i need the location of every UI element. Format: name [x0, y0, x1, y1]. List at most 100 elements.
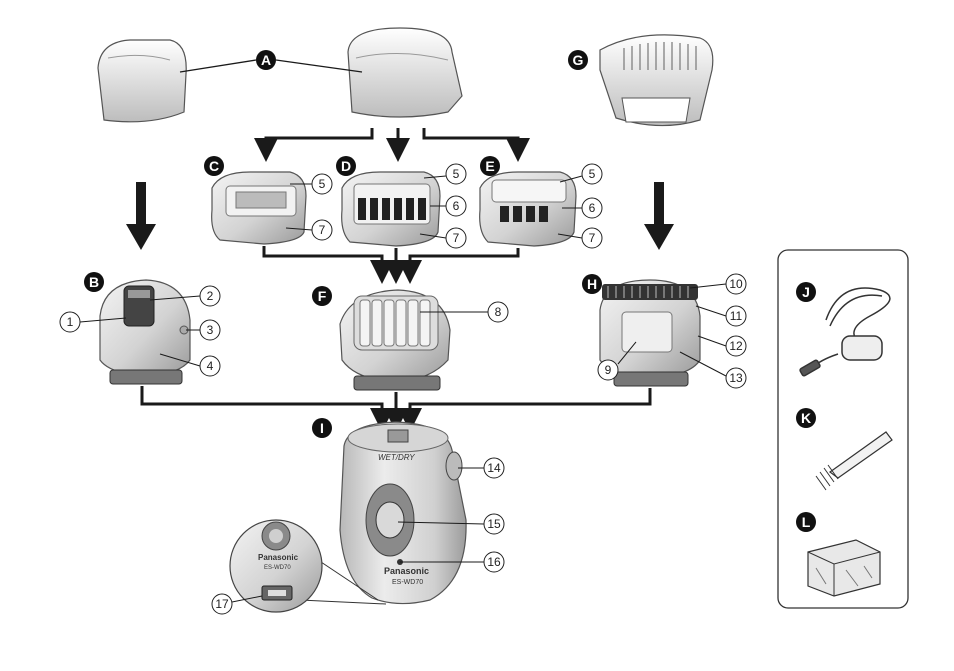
num-5-d: 5: [445, 163, 467, 185]
num-7-d: 7: [445, 227, 467, 249]
arrow-down-left: [126, 182, 156, 250]
arrows-to-i: [140, 386, 652, 432]
num-9: 9: [597, 359, 619, 381]
label-a-text: A: [261, 52, 271, 68]
label-d-text: D: [341, 158, 351, 174]
label-f-text: F: [318, 288, 327, 304]
num-8: 8: [487, 301, 509, 323]
num-7-d-text: 7: [453, 231, 460, 245]
num-5-c-text: 5: [319, 177, 326, 191]
label-a: A: [256, 50, 276, 70]
attachment-h: [599, 279, 701, 387]
label-l-text: L: [802, 514, 811, 530]
label-i-text: I: [320, 420, 324, 436]
num-5-c: 5: [311, 173, 333, 195]
label-e-text: E: [485, 158, 494, 174]
brand-text: Panasonic: [384, 566, 429, 576]
num-10-text: 10: [729, 277, 743, 291]
num-5-e: 5: [581, 163, 603, 185]
num-14: 14: [483, 457, 505, 479]
label-g: G: [568, 50, 588, 70]
num-11: 11: [725, 305, 747, 327]
num-10: 10: [725, 273, 747, 295]
num-7-c: 7: [311, 219, 333, 241]
magnified-base-inset: Panasonic ES-WD70: [229, 519, 387, 613]
wet-dry-text: WET/DRY: [378, 453, 415, 462]
attachment-f: [339, 289, 451, 391]
label-k: K: [796, 408, 816, 428]
leaders-h: [617, 283, 727, 377]
leaders-cde: [285, 175, 583, 239]
cleaning-brush-k: [815, 431, 893, 491]
label-h-text: H: [587, 276, 597, 292]
num-5-e-text: 5: [589, 167, 596, 181]
label-k-text: K: [801, 410, 811, 426]
num-4: 4: [199, 355, 221, 377]
num-5-d-text: 5: [453, 167, 460, 181]
cap-large-a: [347, 27, 463, 118]
label-l: L: [796, 512, 816, 532]
label-f: F: [312, 286, 332, 306]
num-11-text: 11: [730, 309, 743, 323]
num-17-text: 17: [215, 597, 229, 611]
cap-small-a: [97, 39, 187, 123]
label-i: I: [312, 418, 332, 438]
num-17: 17: [211, 593, 233, 615]
label-h: H: [582, 274, 602, 294]
leader-a-left: [179, 59, 257, 73]
num-7-e: 7: [581, 227, 603, 249]
num-6-d: 6: [445, 195, 467, 217]
label-c-text: C: [209, 158, 219, 174]
trimmer-comb-g: [599, 34, 714, 127]
num-3: 3: [199, 319, 221, 341]
num-12: 12: [725, 335, 747, 357]
num-16-text: 16: [487, 555, 501, 569]
head-e: [479, 171, 577, 247]
arrows-a-to-heads: [254, 128, 530, 162]
attachment-b: [99, 279, 191, 385]
label-c: C: [204, 156, 224, 176]
num-13-text: 13: [729, 371, 743, 385]
label-j: J: [796, 282, 816, 302]
num-9-text: 9: [605, 363, 612, 377]
num-4-text: 4: [207, 359, 214, 373]
label-e: E: [480, 156, 500, 176]
num-6-e: 6: [581, 197, 603, 219]
num-16: 16: [483, 551, 505, 573]
num-15: 15: [483, 513, 505, 535]
arrows-heads-to-f: [262, 246, 520, 284]
num-1-text: 1: [67, 315, 74, 329]
leader-a-right: [275, 59, 363, 73]
num-14-text: 14: [487, 461, 501, 475]
ac-adaptor-j: [799, 287, 891, 377]
num-2: 2: [199, 285, 221, 307]
pouch-l: [807, 539, 881, 597]
label-b: B: [84, 272, 104, 292]
num-15-text: 15: [487, 517, 501, 531]
leaders-b: [79, 295, 201, 367]
num-7-e-text: 7: [589, 231, 596, 245]
arrow-down-right: [644, 182, 674, 250]
label-j-text: J: [802, 284, 810, 300]
label-d: D: [336, 156, 356, 176]
num-7-c-text: 7: [319, 223, 326, 237]
num-1: 1: [59, 311, 81, 333]
num-12-text: 12: [729, 339, 743, 353]
inset-brand-text: Panasonic: [258, 553, 299, 562]
leader-17: [231, 595, 263, 603]
main-body-i: WET/DRY Panasonic ES-WD70: [339, 421, 467, 605]
inset-model-text: ES-WD70: [264, 565, 291, 571]
label-g-text: G: [573, 52, 584, 68]
leaders-i: [397, 467, 485, 563]
num-3-text: 3: [207, 323, 214, 337]
num-13: 13: [725, 367, 747, 389]
num-6-e-text: 6: [589, 201, 596, 215]
num-8-text: 8: [495, 305, 502, 319]
head-c: [211, 171, 307, 245]
label-b-text: B: [89, 274, 99, 290]
num-6-d-text: 6: [453, 199, 460, 213]
head-d: [341, 171, 441, 247]
num-2-text: 2: [207, 289, 214, 303]
model-text: ES-WD70: [392, 579, 423, 586]
